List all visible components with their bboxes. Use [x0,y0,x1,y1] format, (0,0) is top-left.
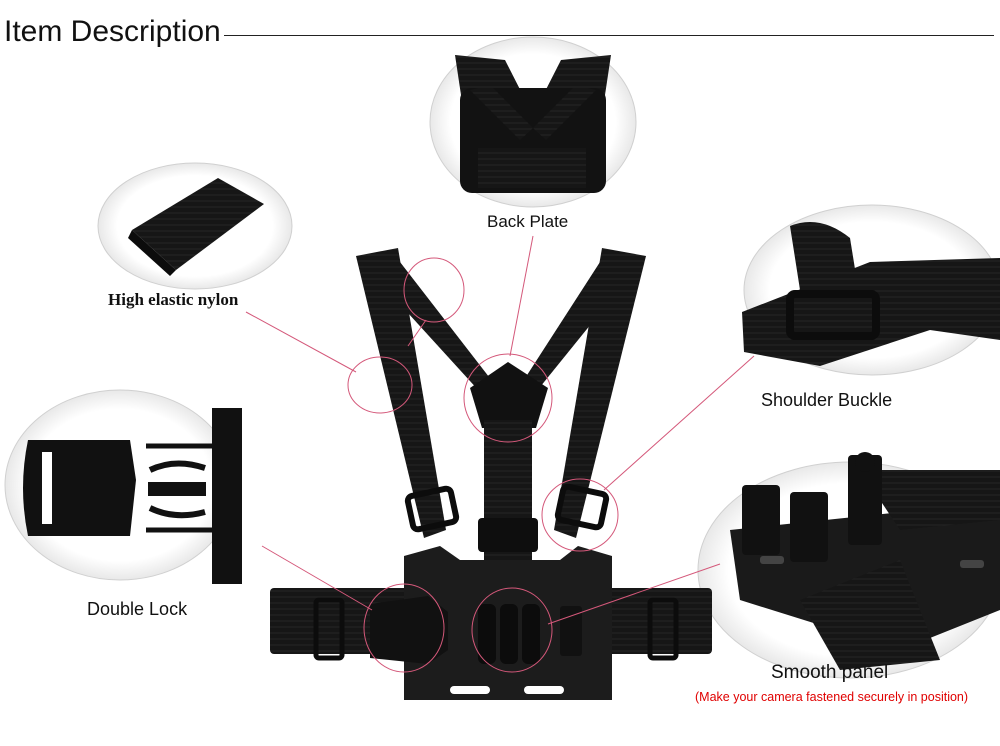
bubble-smooth-panel [697,452,1000,679]
bubble-nylon [97,162,293,290]
callout-circles [347,257,619,673]
bubble-double-lock [4,389,242,584]
label-back-plate: Back Plate [487,212,569,231]
label-smooth-panel-note: (Make your camera fastened securely in p… [695,690,969,704]
chest-harness [270,248,712,700]
title-divider [224,35,994,36]
page-title: Item Description [4,15,221,48]
bubble-shoulder-buckle [742,204,1000,376]
bubble-back-plate [429,36,637,208]
label-shoulder-buckle: Shoulder Buckle [761,390,893,410]
label-double-lock: Double Lock [87,599,188,619]
callout-lines [245,235,755,625]
label-high-elastic-nylon: High elastic nylon [108,290,239,309]
label-smooth-panel: Smooth panel [771,662,889,683]
